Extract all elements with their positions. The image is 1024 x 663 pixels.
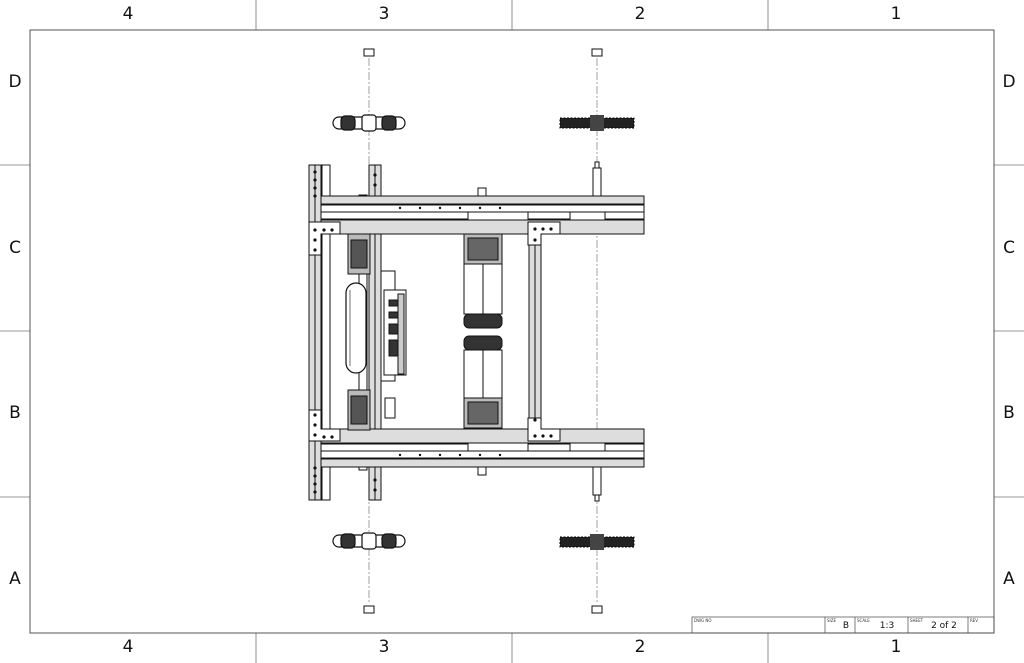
scale-value: 1:3 — [879, 621, 895, 631]
motor-bottom-left — [347, 389, 371, 431]
battery — [345, 282, 367, 374]
sheet-value: 2 of 2 — [931, 621, 957, 631]
zone-col-4-top: 4 — [122, 4, 134, 24]
zone-row-a-left: A — [9, 569, 21, 589]
zone-col-1-bottom: 1 — [890, 637, 902, 657]
zone-col-2-bottom: 2 — [634, 637, 646, 657]
zone-col-3-top: 3 — [378, 4, 390, 24]
controller-brain — [380, 270, 407, 419]
size-label: SIZE — [827, 618, 836, 623]
gear-top-right — [559, 115, 635, 131]
motor-top-left — [347, 233, 371, 275]
omni-wheel-bottom-left — [332, 532, 406, 550]
zone-row-c-left: C — [9, 238, 21, 258]
axle-hardware — [467, 161, 606, 502]
omni-wheel-top-left — [332, 114, 406, 132]
size-value: B — [842, 621, 850, 631]
motor-bottom-right — [463, 335, 503, 429]
zone-col-1-top: 1 — [890, 4, 902, 24]
zone-col-2-top: 2 — [634, 4, 646, 24]
zone-row-d-right: D — [1002, 72, 1016, 92]
dwg-no-label: DWG NO — [694, 618, 712, 623]
scale-label: SCALE — [857, 618, 870, 623]
gear-bottom-right — [559, 534, 635, 550]
zone-col-4-bottom: 4 — [122, 637, 134, 657]
axle-end-caps — [363, 48, 603, 614]
drawing-frame — [29, 29, 995, 634]
title-block — [691, 616, 995, 634]
zone-row-c-right: C — [1003, 238, 1015, 258]
zone-row-b-left: B — [9, 403, 21, 423]
zone-col-3-bottom: 3 — [378, 637, 390, 657]
rev-label: REV — [970, 618, 979, 623]
zone-row-d-left: D — [8, 72, 22, 92]
zone-row-a-right: A — [1003, 569, 1015, 589]
hole-pattern — [313, 170, 553, 494]
sheet-label: SHEET — [910, 618, 924, 623]
motor-top-right — [463, 233, 503, 329]
zone-row-b-right: B — [1003, 403, 1015, 423]
